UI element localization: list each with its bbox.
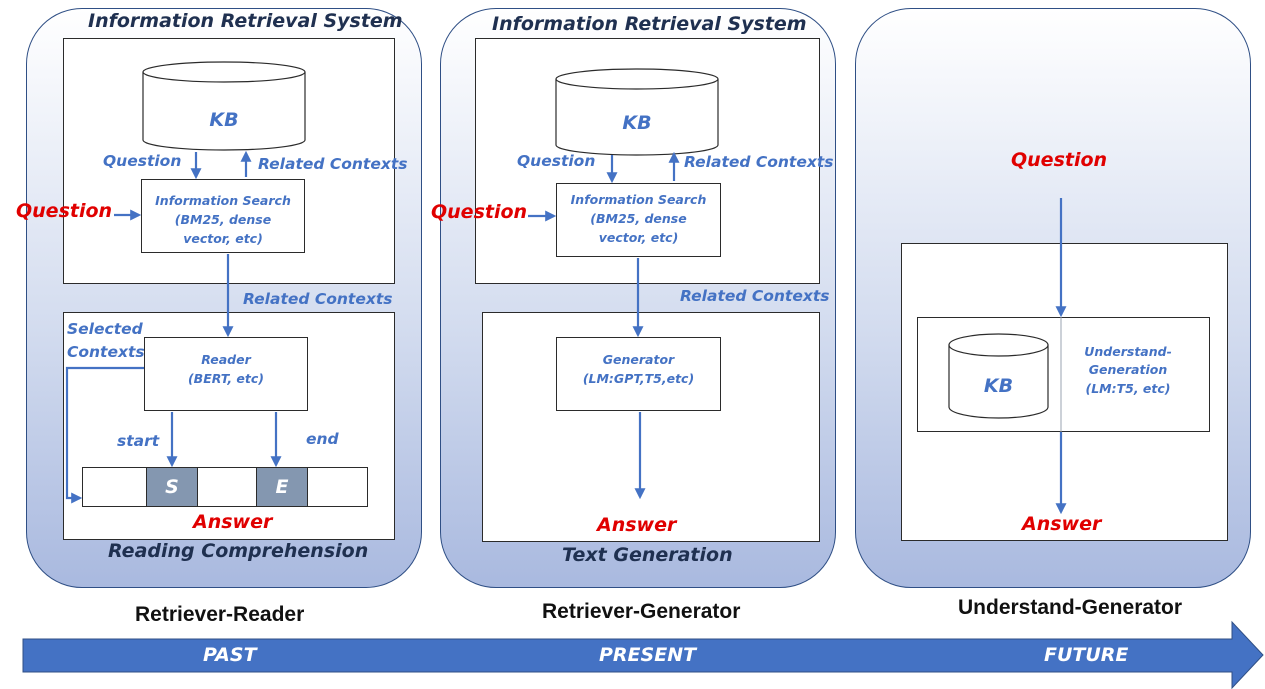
panel2-title: Information Retrieval System <box>492 13 807 35</box>
panel2-generator-box: Generator (LM:GPT,T5,etc) <box>556 337 721 411</box>
panel1-related-contexts-down: Related Contexts <box>243 290 393 308</box>
panel1-related-contexts-up: Related Contexts <box>258 155 408 173</box>
panel1-title: Information Retrieval System <box>88 10 403 32</box>
panel2-search-line2: (BM25, dense <box>590 211 687 226</box>
panel3-understand-line1: Understand- <box>1084 344 1172 359</box>
panel3-kb-cylinder: KB <box>948 333 1049 419</box>
timeline-past: PAST <box>203 644 257 666</box>
panel1-end-label: end <box>306 430 339 448</box>
span-start-cell: S <box>146 468 197 506</box>
panel1-search-line3: vector, etc) <box>183 231 263 246</box>
panel2-kb-cylinder: KB <box>555 68 719 156</box>
era-retriever-generator: Retriever-Generator <box>542 600 741 623</box>
timeline-present: PRESENT <box>599 644 697 666</box>
panel2-search-line3: vector, etc) <box>598 230 679 245</box>
panel2-kb-label: KB <box>622 112 652 134</box>
panel1-question-arrow-label: Question <box>103 152 182 170</box>
span-tail-cell <box>307 468 368 506</box>
panel3-question: Question <box>1011 149 1108 171</box>
panel2-answer: Answer <box>597 514 677 536</box>
panel1-kb-label: KB <box>209 109 239 131</box>
kb-cylinder-icon <box>948 333 1049 419</box>
kb-cylinder-icon <box>555 68 719 156</box>
panel2-generator-line1: Generator <box>602 352 675 367</box>
p1-selected-contexts-arrow <box>65 366 144 504</box>
panel3-kb-label: KB <box>983 375 1014 397</box>
panel3-understand-line3: (LM:T5, etc) <box>1085 381 1171 396</box>
panel2-footer: Text Generation <box>562 544 733 566</box>
panel2-related-contexts-up: Related Contexts <box>684 153 834 171</box>
timeline-future: FUTURE <box>1044 644 1129 666</box>
panel2-question-arrow-label: Question <box>517 152 596 170</box>
era-retriever-reader: Retriever-Reader <box>135 603 305 626</box>
timeline-arrow <box>22 620 1264 689</box>
panel2-search-line1: Information Search <box>570 192 707 207</box>
panel1-reader-line2: (BERT, etc) <box>187 371 265 386</box>
panel1-footer: Reading Comprehension <box>108 540 369 562</box>
panel1-contexts-label: Contexts <box>67 343 145 361</box>
panel3-answer: Answer <box>1022 513 1102 535</box>
panel1-answer: Answer <box>193 511 273 533</box>
panel2-search-box: Information Search (BM25, dense vector, … <box>556 183 721 257</box>
panel2-related-contexts-down: Related Contexts <box>680 287 830 305</box>
panel1-reader-line1: Reader <box>201 352 251 367</box>
panel1-search-line2: (BM25, dense <box>174 212 272 227</box>
span-end-cell: E <box>256 468 307 506</box>
panel1-search-line1: Information Search <box>155 193 291 208</box>
span-middle-cell <box>197 468 256 506</box>
panel1-reader-box: Reader (BERT, etc) <box>144 337 308 411</box>
panel1-search-box: Information Search (BM25, dense vector, … <box>141 179 305 253</box>
panel1-selected-label: Selected <box>67 320 143 338</box>
panel3-understand-line2: Generation <box>1088 362 1168 377</box>
panel1-span-bar: S E <box>82 467 368 507</box>
era-understand-generator: Understand-Generator <box>958 596 1183 619</box>
kb-cylinder-icon <box>142 61 306 151</box>
panel1-start-label: start <box>117 432 160 450</box>
panel1-kb-cylinder: KB <box>142 61 306 151</box>
panel1-question-input: Question <box>16 200 113 222</box>
panel2-generator-line2: (LM:GPT,T5,etc) <box>582 371 695 386</box>
panel2-question-input: Question <box>431 201 528 223</box>
